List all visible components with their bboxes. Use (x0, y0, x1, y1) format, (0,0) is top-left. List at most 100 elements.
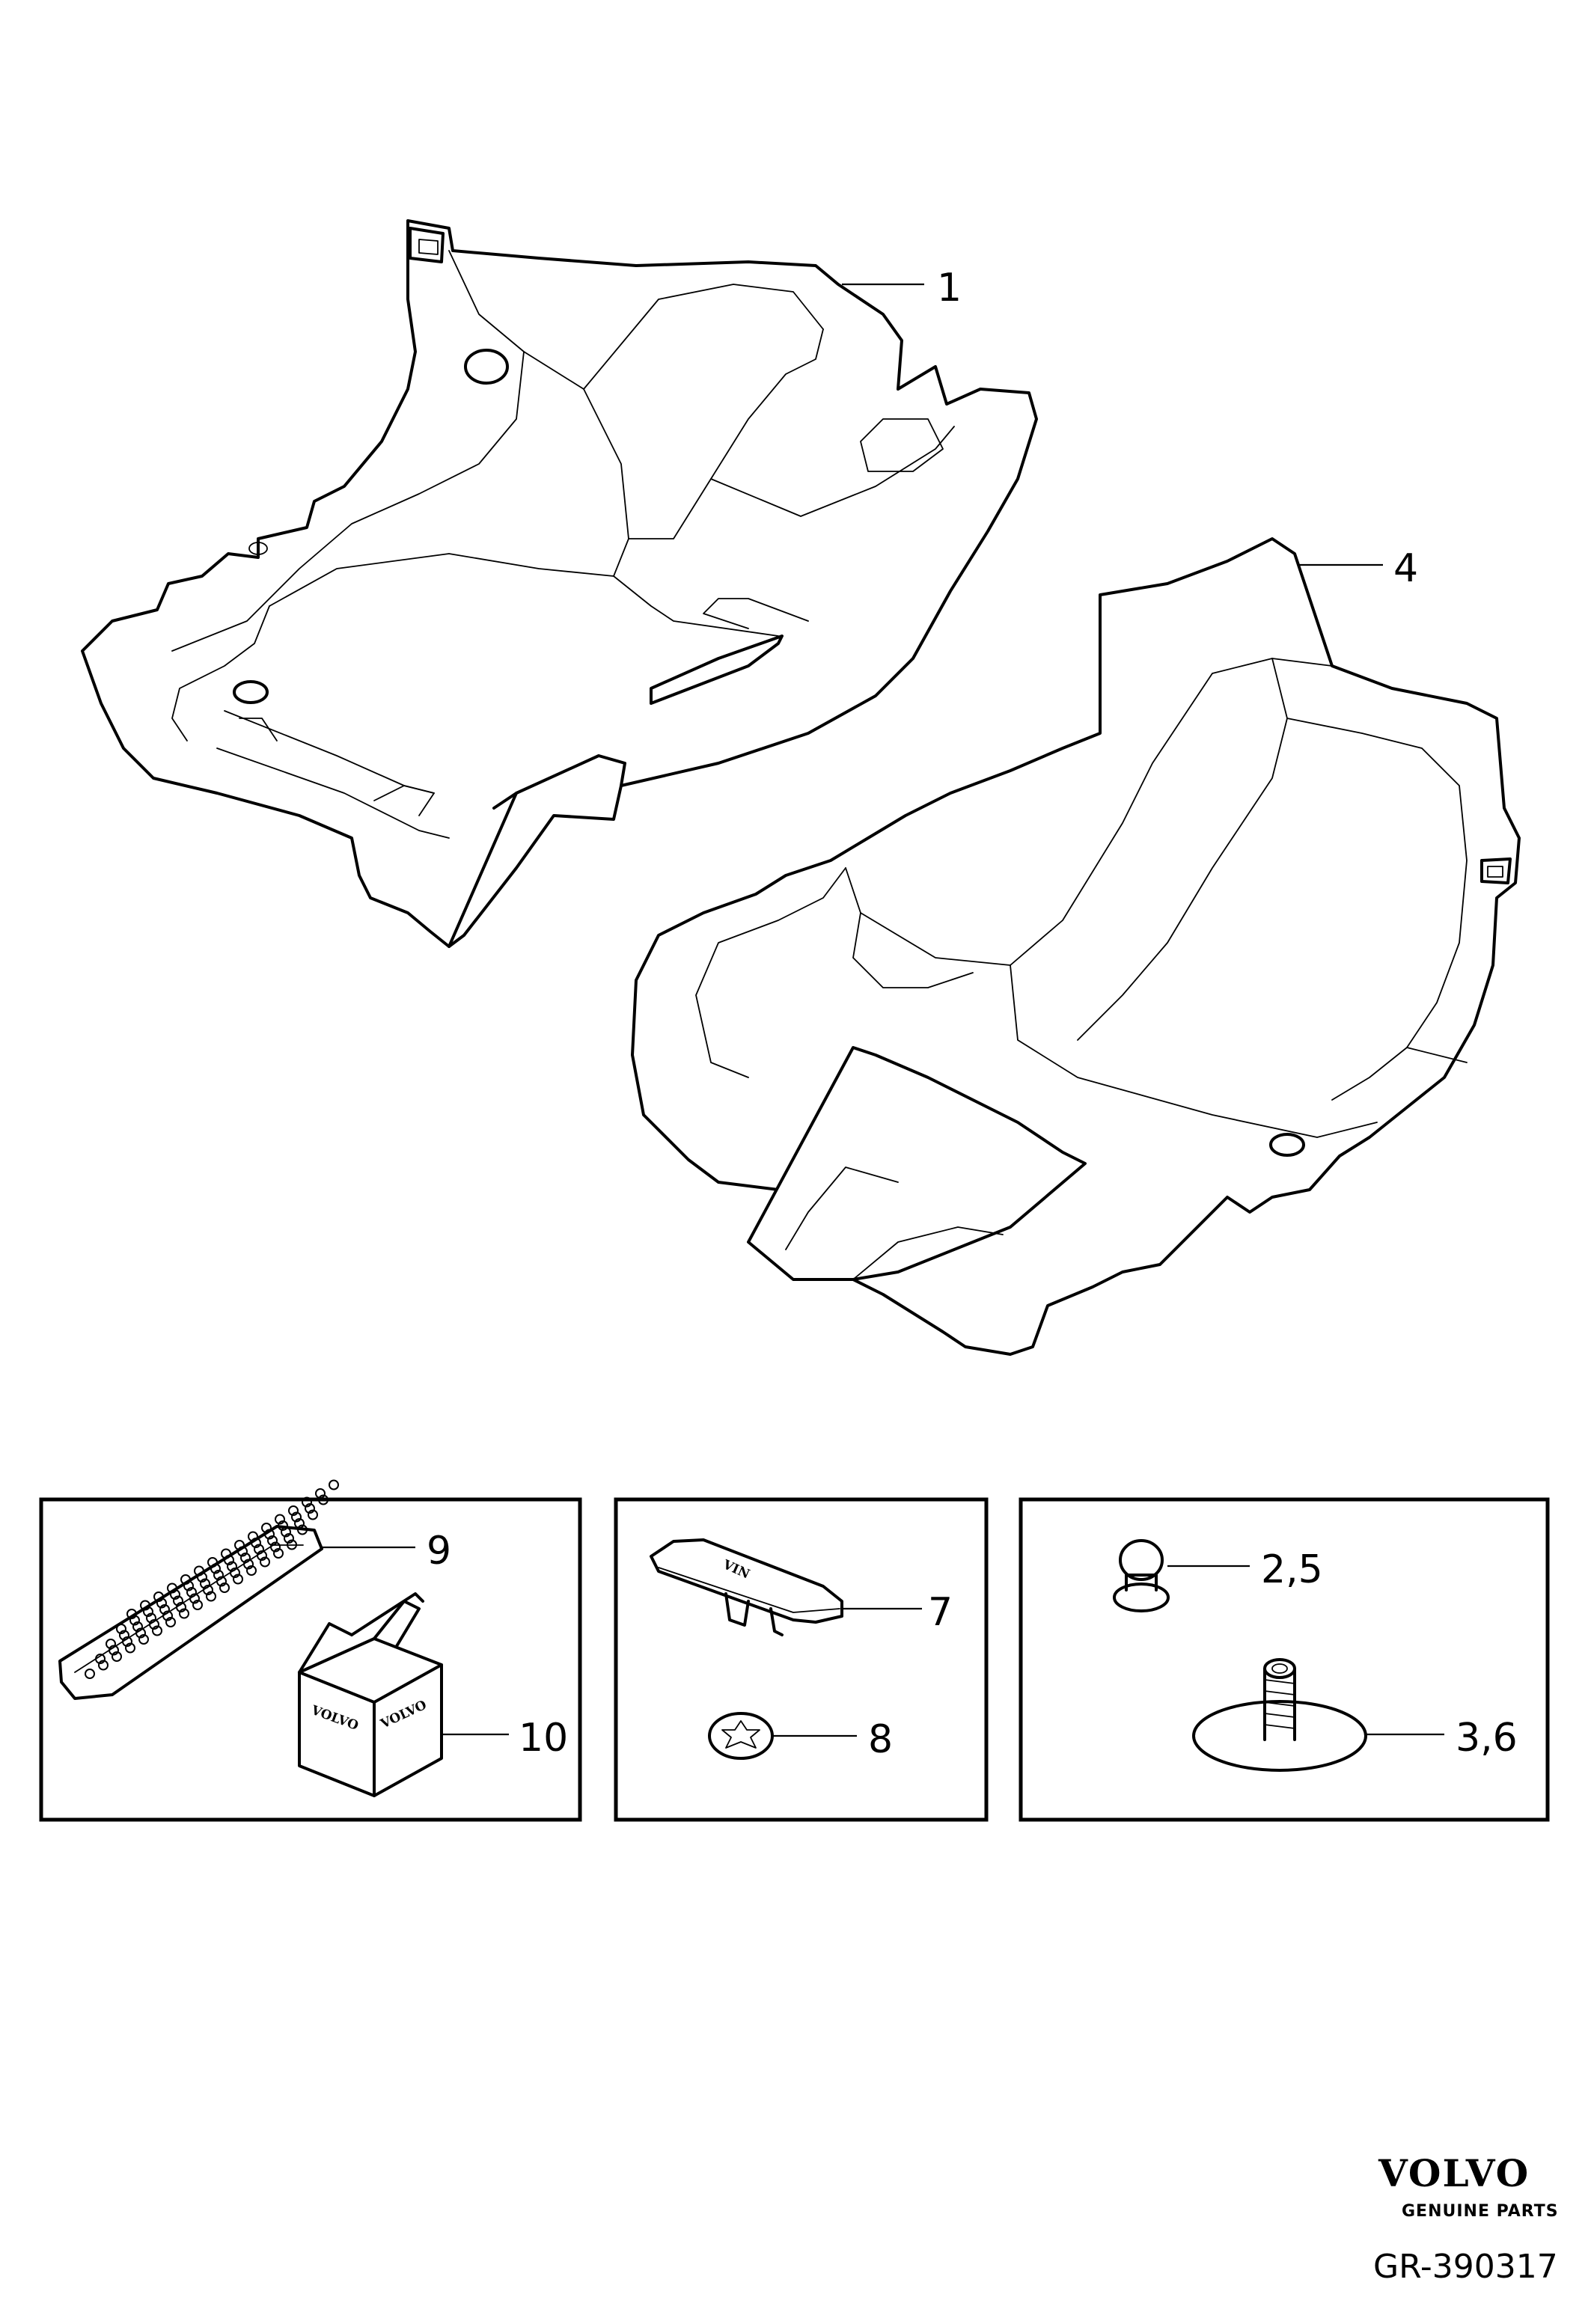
pad-dot (143, 1606, 153, 1617)
box-stamp-right: VOLVO (378, 1698, 430, 1732)
pad-dot (210, 1563, 221, 1574)
callout-8-label: 8 (868, 1717, 893, 1762)
callout-7-label: 7 (928, 1590, 953, 1635)
pad-dot (156, 1597, 167, 1609)
pad-dot (165, 1617, 176, 1627)
pad-dot (233, 1574, 243, 1585)
pad-dot (132, 1621, 143, 1632)
part-4-rear-mat (631, 537, 1521, 1356)
pad-dot (264, 1529, 275, 1540)
part-7-vin-clip: VIN (650, 1538, 843, 1636)
callout-10-label: 10 (519, 1716, 568, 1761)
part-9-pedal-pad (58, 1479, 339, 1700)
pad-dot (308, 1509, 318, 1520)
pad-dot (129, 1615, 140, 1626)
callout-1: 1 (842, 266, 962, 311)
box-parts-7-8: VIN 7 8 (614, 1497, 989, 1822)
pad-dot (254, 1544, 264, 1555)
pad-dot (206, 1591, 216, 1602)
pad-dot (270, 1541, 281, 1553)
pad-dot (203, 1585, 213, 1595)
pad-dot (305, 1503, 315, 1514)
pad-dot (284, 1533, 294, 1544)
pad-dot (152, 1625, 162, 1636)
pad-dot (170, 1589, 180, 1600)
pad-dot (230, 1568, 240, 1578)
brand-block: VOLVO GENUINE PARTS GR-390317 (1373, 2151, 1558, 2286)
pad-dot (167, 1583, 177, 1594)
pad-dot (109, 1645, 119, 1656)
pad-dot (234, 1540, 245, 1550)
pad-dot (135, 1627, 146, 1639)
part-8-star-clip (708, 1712, 774, 1760)
pad-dot (329, 1479, 339, 1490)
pad-dot (112, 1651, 122, 1662)
pad-dot (213, 1570, 224, 1580)
pad-dot (243, 1559, 254, 1570)
pad-dot (261, 1523, 272, 1533)
pad-dot (224, 1555, 234, 1565)
callout-3-6-label: 3,6 (1456, 1716, 1518, 1761)
pad-dot (221, 1548, 231, 1559)
pad-dot (159, 1604, 170, 1615)
pad-dot (248, 1531, 258, 1542)
pad-dot (302, 1496, 312, 1508)
pad-dot (125, 1642, 135, 1654)
pad-dot (237, 1546, 248, 1557)
pad-dot (153, 1591, 164, 1602)
box-stamp-left: VOLVO (308, 1703, 360, 1734)
pad-dot (227, 1561, 237, 1572)
pad-dot (186, 1587, 197, 1597)
callout-1-label: 1 (937, 266, 962, 311)
box-parts-9-10: VOLVO VOLVO 9 10 (39, 1479, 582, 1822)
pad-dot-grid (85, 1479, 339, 1679)
pad-dot (173, 1595, 183, 1606)
pad-dot (98, 1660, 109, 1671)
callout-9-label: 9 (427, 1529, 451, 1574)
diagram-reference: GR-390317 (1373, 2248, 1558, 2286)
pad-dot (246, 1565, 257, 1576)
pad-dot (207, 1557, 218, 1568)
box-frame-right (1019, 1497, 1550, 1822)
pad-dot (288, 1505, 299, 1516)
box-parts-2-3-5-6: 2,5 3,6 (1019, 1497, 1550, 1822)
pad-dot (116, 1624, 126, 1634)
part-10-kit-box: VOLVO VOLVO (298, 1592, 443, 1797)
pad-dot (162, 1610, 173, 1621)
callout-4-label: 4 (1393, 546, 1418, 591)
callout-2-5-label: 2,5 (1261, 1547, 1323, 1592)
pad-dot (200, 1578, 210, 1589)
pad-dot (138, 1634, 149, 1645)
pad-dot (281, 1526, 291, 1538)
pad-dot (106, 1639, 116, 1649)
pad-dot (140, 1600, 150, 1611)
pad-dot (291, 1511, 302, 1523)
pad-dot (95, 1654, 106, 1664)
pad-dot (273, 1548, 284, 1559)
pad-dot (126, 1609, 137, 1619)
pad-dot (197, 1572, 207, 1583)
pad-dot (192, 1600, 203, 1610)
pad-dot (297, 1524, 308, 1535)
pad-dot (219, 1583, 230, 1593)
pad-dot (318, 1494, 329, 1505)
pad-dot (260, 1556, 270, 1568)
pad-dot (189, 1593, 200, 1604)
callout-4: 4 (1298, 546, 1418, 591)
pad-dot (216, 1576, 227, 1587)
pad-dot (149, 1619, 159, 1630)
clip-stamp: VIN (720, 1557, 752, 1583)
box-frame-middle (614, 1497, 989, 1822)
pad-dot (275, 1514, 285, 1525)
pad-dot (176, 1602, 186, 1612)
pad-dot (180, 1574, 191, 1585)
pad-dot (146, 1612, 156, 1624)
pad-dot (194, 1565, 204, 1577)
pad-dot (183, 1580, 194, 1591)
pad-dot (179, 1608, 189, 1619)
brand-logo: VOLVO (1378, 2151, 1530, 2195)
pad-dot (240, 1553, 251, 1563)
part-1-front-mat (81, 219, 1038, 948)
pad-dot (122, 1636, 132, 1647)
